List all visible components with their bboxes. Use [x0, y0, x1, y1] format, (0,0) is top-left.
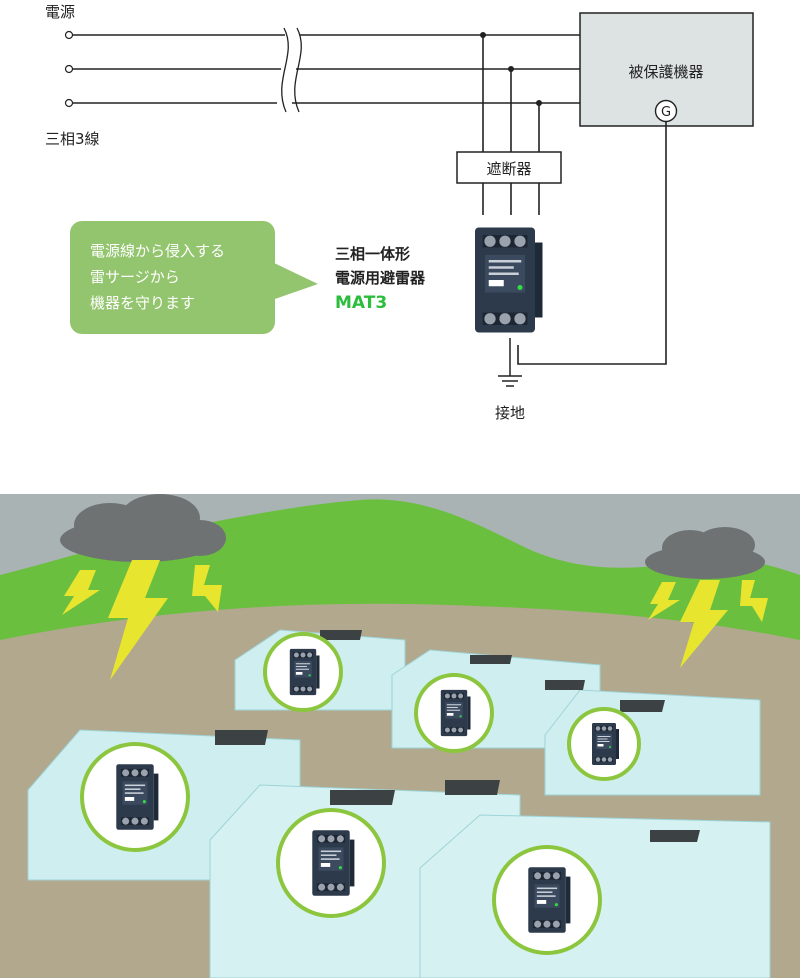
- ground-label: 接地: [495, 404, 525, 422]
- greenhouse-illustration: [0, 494, 800, 978]
- protected-equipment-label: 被保護機器: [628, 63, 703, 81]
- wiring-diagram: [64, 27, 580, 215]
- callout-bubble: [70, 221, 318, 334]
- ground-symbol-icon: [498, 338, 522, 387]
- device-badge: [414, 673, 494, 753]
- phase-label: 三相3線: [45, 130, 100, 148]
- device-badge: [80, 742, 190, 852]
- generator-icon: [654, 99, 678, 123]
- generator-symbol: G: [661, 105, 671, 120]
- device-badge: [492, 845, 602, 955]
- ground-return-line: [517, 122, 667, 365]
- surge-arrester-device-icon: [312, 830, 355, 896]
- surge-arrester-device-icon: [475, 227, 543, 333]
- product-name: MAT3: [335, 293, 387, 313]
- storm-cloud-icon: [60, 494, 226, 562]
- power-label: 電源: [45, 3, 75, 21]
- lightning-bolt-icon: [62, 560, 768, 680]
- callout-line3: 機器を守ります: [90, 294, 195, 312]
- storm-cloud-icon: [645, 527, 765, 579]
- surge-arrester-device-icon: [440, 689, 471, 737]
- breaker-box: [456, 151, 562, 184]
- device-badge: [263, 632, 343, 712]
- device-badge: [276, 808, 386, 918]
- surge-arrester-device-icon: [528, 867, 571, 933]
- device-badge: [567, 707, 641, 781]
- product-desc-line1: 三相一体形: [335, 245, 410, 263]
- surge-arrester-device-icon: [592, 723, 619, 765]
- product-desc-line2: 電源用避雷器: [335, 269, 426, 287]
- callout-line1: 電源線から侵入する: [90, 242, 225, 260]
- callout-line2: 雷サージから: [90, 268, 180, 286]
- surge-arrester-device-icon: [116, 764, 159, 830]
- surge-arrester-device-icon: [289, 648, 320, 696]
- breaker-label: 遮断器: [486, 160, 531, 178]
